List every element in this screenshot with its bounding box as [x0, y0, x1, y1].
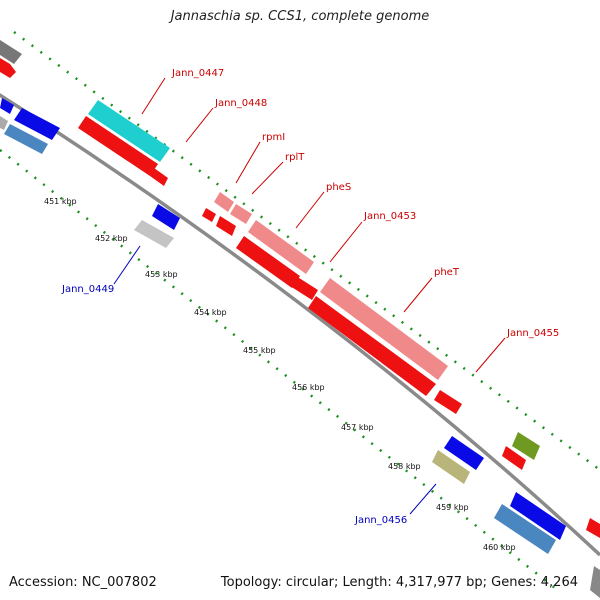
gene-feature-olive-right	[512, 432, 540, 460]
leader-rplt	[251, 161, 284, 195]
leader-phes	[295, 191, 325, 229]
gene-feature-blue-left	[14, 108, 60, 140]
tick-label-454: 454 kbp	[194, 308, 227, 317]
gene-feature-rplt	[230, 204, 252, 224]
accession-label: Accession: NC_007802	[9, 575, 157, 590]
label-phes: pheS	[326, 182, 351, 193]
label-jann0455: Jann_0455	[506, 328, 559, 339]
leader-rpmi	[235, 141, 261, 184]
label-jann0449: Jann_0449	[61, 284, 114, 295]
gene-feature-red-right	[502, 446, 526, 470]
gene-feature-steelblue-right	[494, 504, 556, 554]
tick-label-455: 455 kbp	[243, 346, 276, 355]
map-title: Jannaschia sp. CCS1, complete genome	[170, 9, 430, 24]
tick-label-452: 452 kbp	[95, 234, 128, 243]
genome-summary: Topology: circular; Length: 4,317,977 bp…	[220, 575, 578, 590]
gene-feature-blue-edge	[0, 98, 14, 114]
genome-backbone	[0, 93, 600, 557]
gene-feature-jann0456-blue	[444, 436, 484, 470]
gene-feature-rplt-red	[216, 216, 236, 236]
leader-jann0448	[185, 107, 214, 143]
leader-jann0453	[329, 221, 363, 263]
leader-jann0455	[475, 337, 506, 373]
gene-feature-phet	[320, 278, 448, 380]
gene-feature-jann0448-b	[150, 168, 168, 186]
leader-jann0447	[141, 77, 166, 115]
gene-feature-phes-red	[236, 236, 300, 288]
gene-feature-jann0449	[134, 220, 174, 248]
gene-feature-phet-red	[308, 296, 436, 396]
gene-feature-phes	[248, 220, 314, 274]
gene-feature-gray-edge	[0, 40, 22, 64]
label-jann0447: Jann_0447	[171, 68, 224, 79]
gene-feature-gray-edge-right	[590, 566, 600, 598]
tick-label-453: 453 kbp	[145, 270, 178, 279]
label-jann0456: Jann_0456	[354, 515, 407, 526]
leader-jann0456	[409, 483, 437, 515]
gene-feature-gray-left	[0, 116, 8, 130]
label-jann0453: Jann_0453	[363, 211, 416, 222]
gene-feature-rpmi-red	[202, 208, 216, 222]
gene-feature-jann0448	[78, 116, 158, 176]
gene-feature-jann0455-red	[434, 390, 462, 414]
tick-label-459: 459 kbp	[436, 503, 469, 512]
label-rpmi: rpmI	[262, 132, 285, 143]
inner-tick-row	[0, 149, 561, 593]
label-rplt: rplT	[285, 152, 305, 163]
gene-feature-red-edge-right	[586, 518, 600, 538]
tick-label-457: 457 kbp	[341, 423, 374, 432]
gene-feature-jann0453-red	[290, 276, 318, 300]
tick-label-460: 460 kbp	[483, 543, 516, 552]
gene-feature-blue-right	[510, 492, 566, 540]
leader-jann0449	[113, 245, 141, 285]
label-phet: pheT	[434, 267, 460, 278]
outer-tick-row	[13, 30, 600, 472]
gene-feature-jann0456	[432, 450, 470, 484]
gene-feature-rpmi	[214, 192, 234, 212]
leader-phet	[403, 277, 433, 313]
gene-feature-red-edge	[0, 58, 16, 78]
gene-feature-steelblue-left	[4, 124, 48, 154]
gene-feature-jann0449-blue	[152, 204, 180, 230]
gene-feature-jann0447	[88, 100, 170, 162]
label-jann0448: Jann_0448	[214, 98, 267, 109]
tick-label-451: 451 kbp	[44, 197, 77, 206]
tick-label-456: 456 kbp	[292, 383, 325, 392]
tick-label-458: 458 kbp	[388, 462, 421, 471]
